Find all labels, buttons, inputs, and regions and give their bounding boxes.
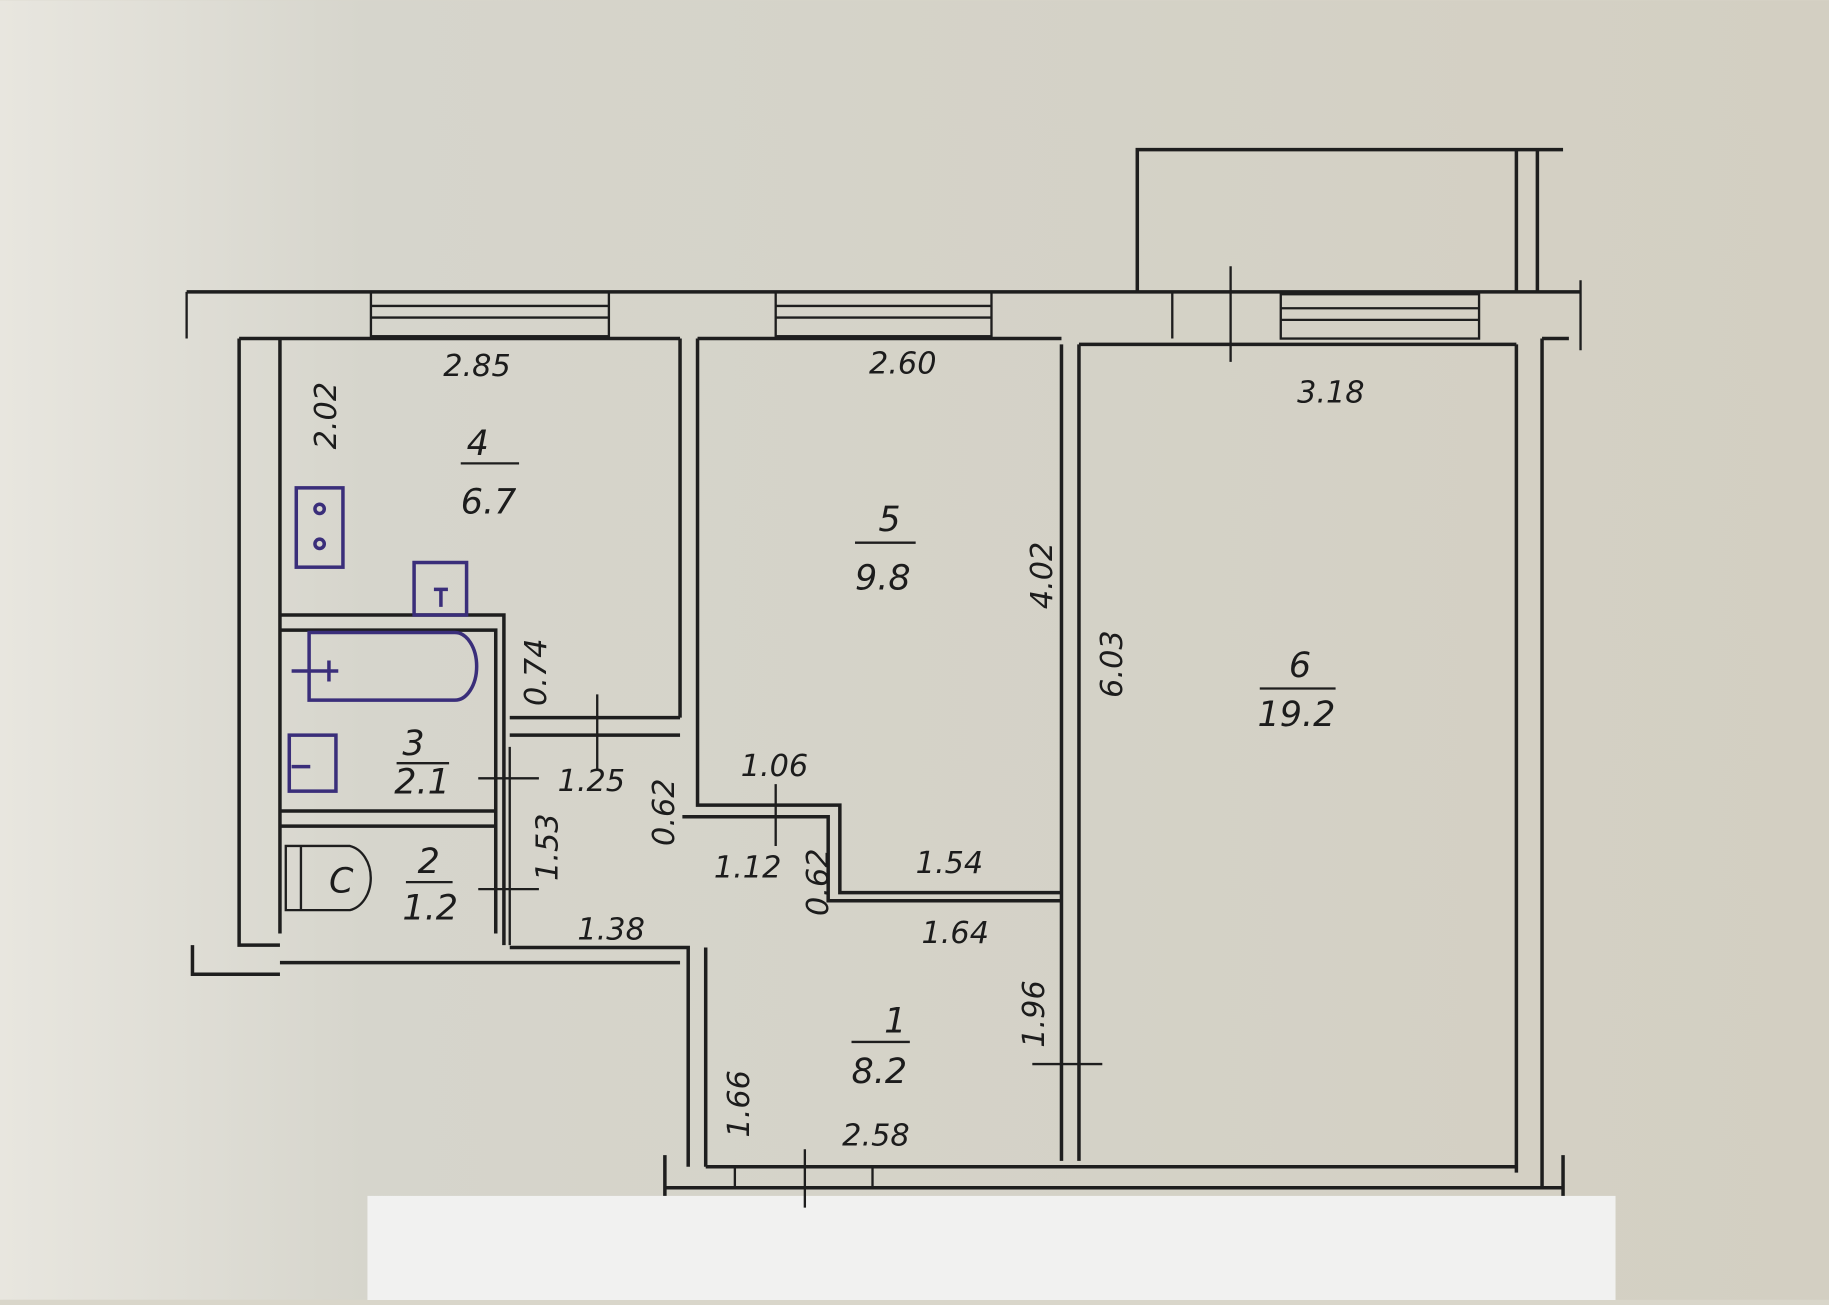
svg-text:3: 3 [402,724,424,764]
svg-text:9.8: 9.8 [855,558,911,598]
svg-text:6: 6 [1289,646,1311,686]
room-labels: 46.7 59.8 619.2 32.1 21.2 18.2 [394,424,1336,1092]
svg-text:0.62: 0.62 [801,848,836,916]
svg-text:4: 4 [467,424,489,464]
fixtures: C [284,486,479,912]
bathtub-icon [291,630,479,702]
room-6-label: 619.2 [1257,646,1336,735]
toilet-icon: C [284,844,372,912]
svg-text:2.85: 2.85 [443,349,510,384]
svg-text:5: 5 [878,500,900,540]
svg-text:1.2: 1.2 [402,888,458,928]
boiler-icon [412,560,469,617]
svg-text:19.2: 19.2 [1257,695,1335,735]
svg-text:3.18: 3.18 [1297,376,1365,411]
room-4-label: 46.7 [461,424,520,523]
svg-text:1.66: 1.66 [722,1070,757,1138]
room-2-label: 21.2 [402,842,458,929]
stove-icon [294,486,345,569]
svg-text:0.62: 0.62 [647,778,682,846]
room-5-label: 59.8 [855,500,916,598]
sink-icon [287,733,338,793]
svg-text:1.54: 1.54 [916,846,984,881]
door-kitchen [509,715,681,737]
svg-text:0.74: 0.74 [519,638,554,706]
top-wall-marks [185,266,1582,362]
svg-text:2.02: 2.02 [309,382,344,450]
balcony [1135,147,1564,292]
walls [185,147,1582,1208]
svg-text:2.60: 2.60 [869,347,937,382]
svg-text:1: 1 [884,1002,906,1042]
svg-text:2.58: 2.58 [842,1119,910,1154]
svg-text:1.12: 1.12 [714,850,782,885]
partition-room5 [678,338,1062,903]
svg-text:1.06: 1.06 [741,749,809,784]
svg-text:1.25: 1.25 [558,764,626,799]
bath-block [279,613,506,946]
entry-door [733,1149,874,1208]
svg-text:1.53: 1.53 [531,813,566,880]
svg-text:4.02: 4.02 [1025,542,1060,610]
bottom-wall [663,1155,1565,1196]
svg-text:8.2: 8.2 [852,1052,908,1092]
window-kitchen [369,290,611,338]
svg-text:2: 2 [418,842,440,882]
right-wall [1514,336,1569,1188]
svg-text:1.96: 1.96 [1017,980,1052,1048]
door-marks [596,694,777,846]
window-room6 [1279,293,1481,340]
bath-doors [478,746,539,946]
left-wall [190,338,282,977]
room-3-label: 32.1 [394,724,450,802]
svg-text:6.03: 6.03 [1095,630,1130,698]
window-room5 [774,290,993,338]
svg-text:C: C [329,862,354,902]
svg-text:6.7: 6.7 [461,483,517,523]
svg-text:1.64: 1.64 [921,916,989,951]
white-card [367,1195,1616,1305]
entry-walls [279,945,708,1167]
svg-text:1.38: 1.38 [577,912,645,947]
room-1-label: 18.2 [852,1002,910,1092]
dimension-labels: 2.85 2.02 2.60 3.18 4.02 6.03 0.74 1.25 … [309,347,1365,1154]
partition-room6 [1059,344,1081,1161]
svg-text:2.1: 2.1 [394,762,450,802]
